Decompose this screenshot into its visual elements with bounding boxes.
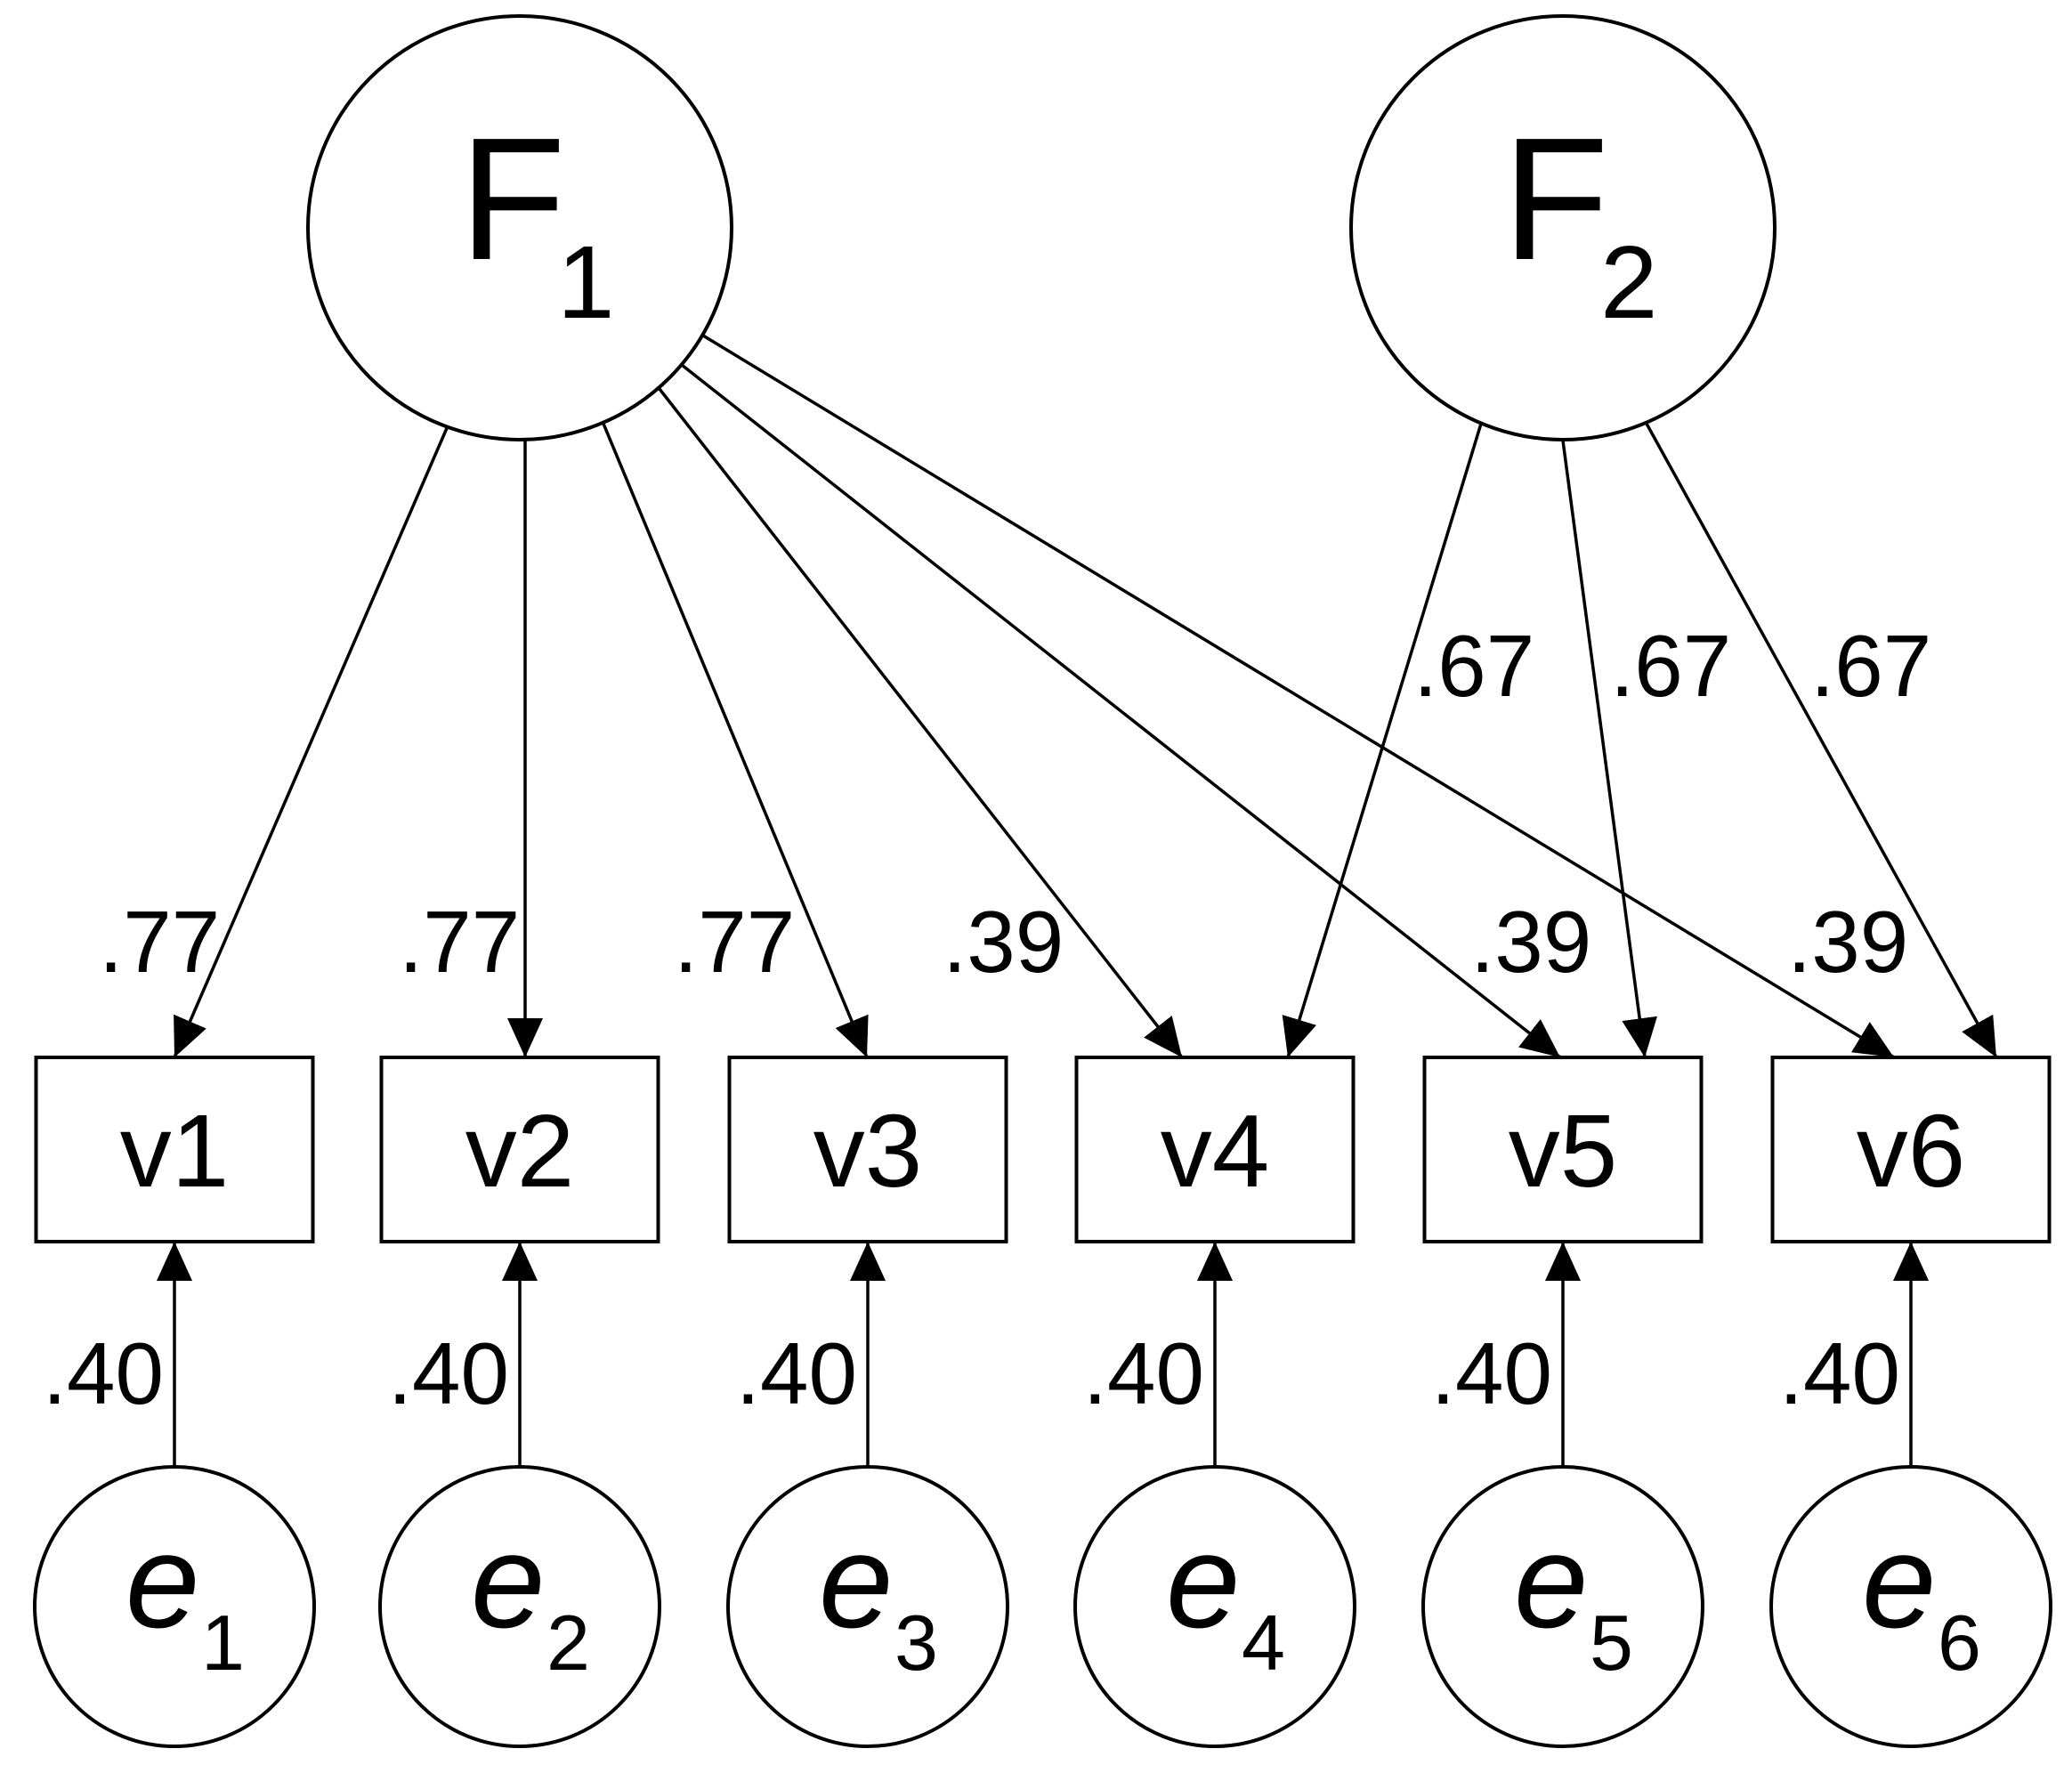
observed-node-v1: v1 (34, 1056, 315, 1243)
loading-label-f1-v4: .39 (943, 893, 1064, 991)
error-label-e1: .40 (43, 1324, 164, 1422)
loading-label-f2-v6: .67 (1810, 617, 1931, 715)
error-symbol: e (471, 1506, 545, 1656)
factor-node-f2: F2 (1349, 14, 1777, 441)
observed-box (1074, 1056, 1356, 1243)
loading-arrow-f1-v3 (602, 423, 869, 1058)
loading-arrow-f1-v5 (680, 363, 1562, 1059)
error-circle (726, 1465, 1009, 1748)
observed-node-v4: v4 (1074, 1056, 1356, 1243)
observed-label: v5 (1509, 1093, 1618, 1209)
loading-label-f1-v3: .77 (674, 893, 795, 991)
error-label-e6: .40 (1779, 1324, 1900, 1422)
error-subscript: 5 (1590, 1599, 1633, 1687)
error-label-e5: .40 (1431, 1324, 1552, 1422)
factor-circle (1349, 14, 1777, 441)
loading-arrow-f1-v4 (658, 387, 1184, 1059)
edges-layer (157, 334, 1998, 1467)
observed-label: v2 (465, 1093, 575, 1209)
loading-arrow-f1-v1 (173, 427, 449, 1058)
error-subscript: 2 (546, 1599, 590, 1687)
factor-symbol: F (459, 101, 566, 296)
factor-symbol: F (1502, 101, 1609, 296)
observed-box (379, 1056, 660, 1243)
observed-node-v6: v6 (1770, 1056, 2052, 1243)
loading-label-f1-v2: .77 (399, 893, 520, 991)
observed-box (1422, 1056, 1704, 1243)
factor-subscript: 1 (557, 224, 615, 340)
error-subscript: 4 (1242, 1599, 1285, 1687)
observed-node-v5: v5 (1422, 1056, 1704, 1243)
loading-label-f2-v5: .67 (1610, 617, 1731, 715)
error-subscript: 1 (201, 1599, 245, 1687)
observed-box (1770, 1056, 2052, 1243)
loading-label-f1-v6: .39 (1787, 893, 1908, 991)
factor-subscript: 2 (1600, 224, 1658, 340)
observed-node-v3: v3 (727, 1056, 1008, 1243)
error-symbol: e (125, 1506, 199, 1656)
loading-label-f2-v4: .67 (1413, 617, 1534, 715)
error-label-e3: .40 (736, 1324, 857, 1422)
loading-arrow-f2-v4 (1282, 423, 1483, 1058)
error-subscript: 3 (894, 1599, 938, 1687)
observed-box (34, 1056, 315, 1243)
error-symbol: e (819, 1506, 893, 1656)
observed-label: v4 (1161, 1093, 1270, 1209)
loading-arrow-f1-v6 (702, 334, 1895, 1059)
error-circle (1421, 1465, 1704, 1748)
observed-label: v6 (1857, 1093, 1966, 1209)
observed-node-v2: v2 (379, 1056, 660, 1243)
error-symbol: e (1166, 1506, 1240, 1656)
loading-label-f1-v1: .77 (99, 893, 220, 991)
error-label-e4: .40 (1083, 1324, 1204, 1422)
error-circle (378, 1465, 661, 1748)
loading-arrow-f2-v5 (1561, 440, 1658, 1058)
error-circle (1769, 1465, 2052, 1748)
coefficient-labels-layer: .77 .77 .77 .39 .39 .39 .67 .67 .67 .40 .40 .40 .40.… (43, 617, 1931, 1422)
error-symbol: e (1862, 1506, 1936, 1656)
loading-arrow-f2-v6 (1645, 423, 1998, 1058)
error-label-e2: .40 (388, 1324, 509, 1422)
error-circle (33, 1465, 316, 1748)
factor-circle (306, 14, 733, 441)
error-subscript: 6 (1938, 1599, 1981, 1687)
loading-label-f1-v5: .39 (1470, 893, 1591, 991)
observed-label: v3 (813, 1093, 923, 1209)
error-circle (1073, 1465, 1356, 1748)
observed-box (727, 1056, 1008, 1243)
factor-node-f1: F1 (306, 14, 733, 441)
error-symbol: e (1514, 1506, 1588, 1656)
observed-label: v1 (120, 1093, 230, 1209)
